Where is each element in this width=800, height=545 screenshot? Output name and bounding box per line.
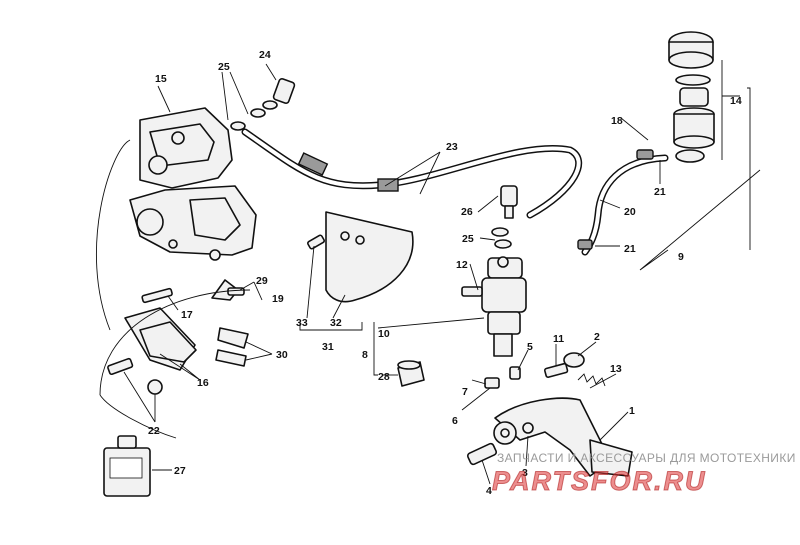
brake-light-switch [491, 185, 518, 249]
callout-25a: 25 [218, 61, 230, 73]
pushrod-clevis [484, 377, 534, 434]
reservoir-hose [577, 149, 669, 256]
leader-lines [96, 60, 761, 485]
callout-1: 1 [629, 405, 635, 417]
callout-28: 28 [378, 371, 390, 383]
callout-13: 13 [610, 363, 622, 375]
callout-5: 5 [527, 341, 533, 353]
callout-18: 18 [611, 115, 623, 127]
watermark-logo: PARTSFOR.RU [492, 466, 707, 497]
callout-12: 12 [456, 259, 468, 271]
callout-23: 23 [446, 141, 458, 153]
brake-caliper [129, 107, 257, 261]
callout-2: 2 [594, 331, 600, 343]
callout-32: 32 [330, 317, 342, 329]
callout-10: 10 [378, 328, 390, 340]
pushrod-bolt [543, 362, 569, 379]
callout-11: 11 [553, 333, 564, 345]
pedal-bushing [563, 352, 585, 368]
callout-21b: 21 [624, 243, 636, 255]
callout-22: 22 [148, 425, 160, 437]
return-spring [577, 373, 606, 387]
callout-15: 15 [155, 73, 167, 85]
callout-6: 6 [452, 415, 458, 427]
cylinder-mount-bolt [461, 286, 483, 297]
fluid-reservoir [668, 31, 715, 163]
small-bolt [509, 366, 521, 380]
brake-hose-upper [241, 128, 583, 219]
heat-shield [325, 211, 414, 303]
callout-4: 4 [486, 485, 492, 497]
callout-30: 30 [276, 349, 288, 361]
callout-3: 3 [522, 467, 528, 479]
watermark-tagline: ЗАПЧАСТИ И АКСЕССУАРЫ ДЛЯ МОТОТЕХНИКИ [497, 451, 796, 465]
callout-7: 7 [462, 386, 468, 398]
callout-9: 9 [678, 251, 684, 263]
callout-20: 20 [624, 206, 636, 218]
brake-fluid-bottle [103, 435, 151, 497]
callout-33: 33 [296, 317, 308, 329]
callout-labels: 1 2 3 4 5 6 7 8 9 10 11 12 13 14 15 16 1… [148, 49, 742, 497]
brake-pads [107, 279, 249, 395]
callout-19: 19 [272, 293, 284, 305]
brake-pedal [493, 397, 633, 477]
callout-17: 17 [181, 309, 193, 321]
banjo-bolt [230, 77, 296, 131]
shield-screw [307, 234, 325, 250]
master-cylinder [481, 256, 527, 357]
callout-14: 14 [730, 95, 742, 107]
rubber-boot [397, 360, 425, 387]
callout-27: 27 [174, 465, 186, 477]
callout-21a: 21 [654, 186, 666, 198]
callout-8: 8 [362, 349, 368, 361]
callout-16: 16 [197, 377, 209, 389]
callout-29: 29 [256, 275, 268, 287]
pedal-pivot-bolt [466, 442, 498, 466]
callout-31: 31 [322, 341, 334, 353]
callout-25b: 25 [462, 233, 474, 245]
callout-24: 24 [259, 49, 271, 61]
callout-26: 26 [461, 206, 473, 218]
